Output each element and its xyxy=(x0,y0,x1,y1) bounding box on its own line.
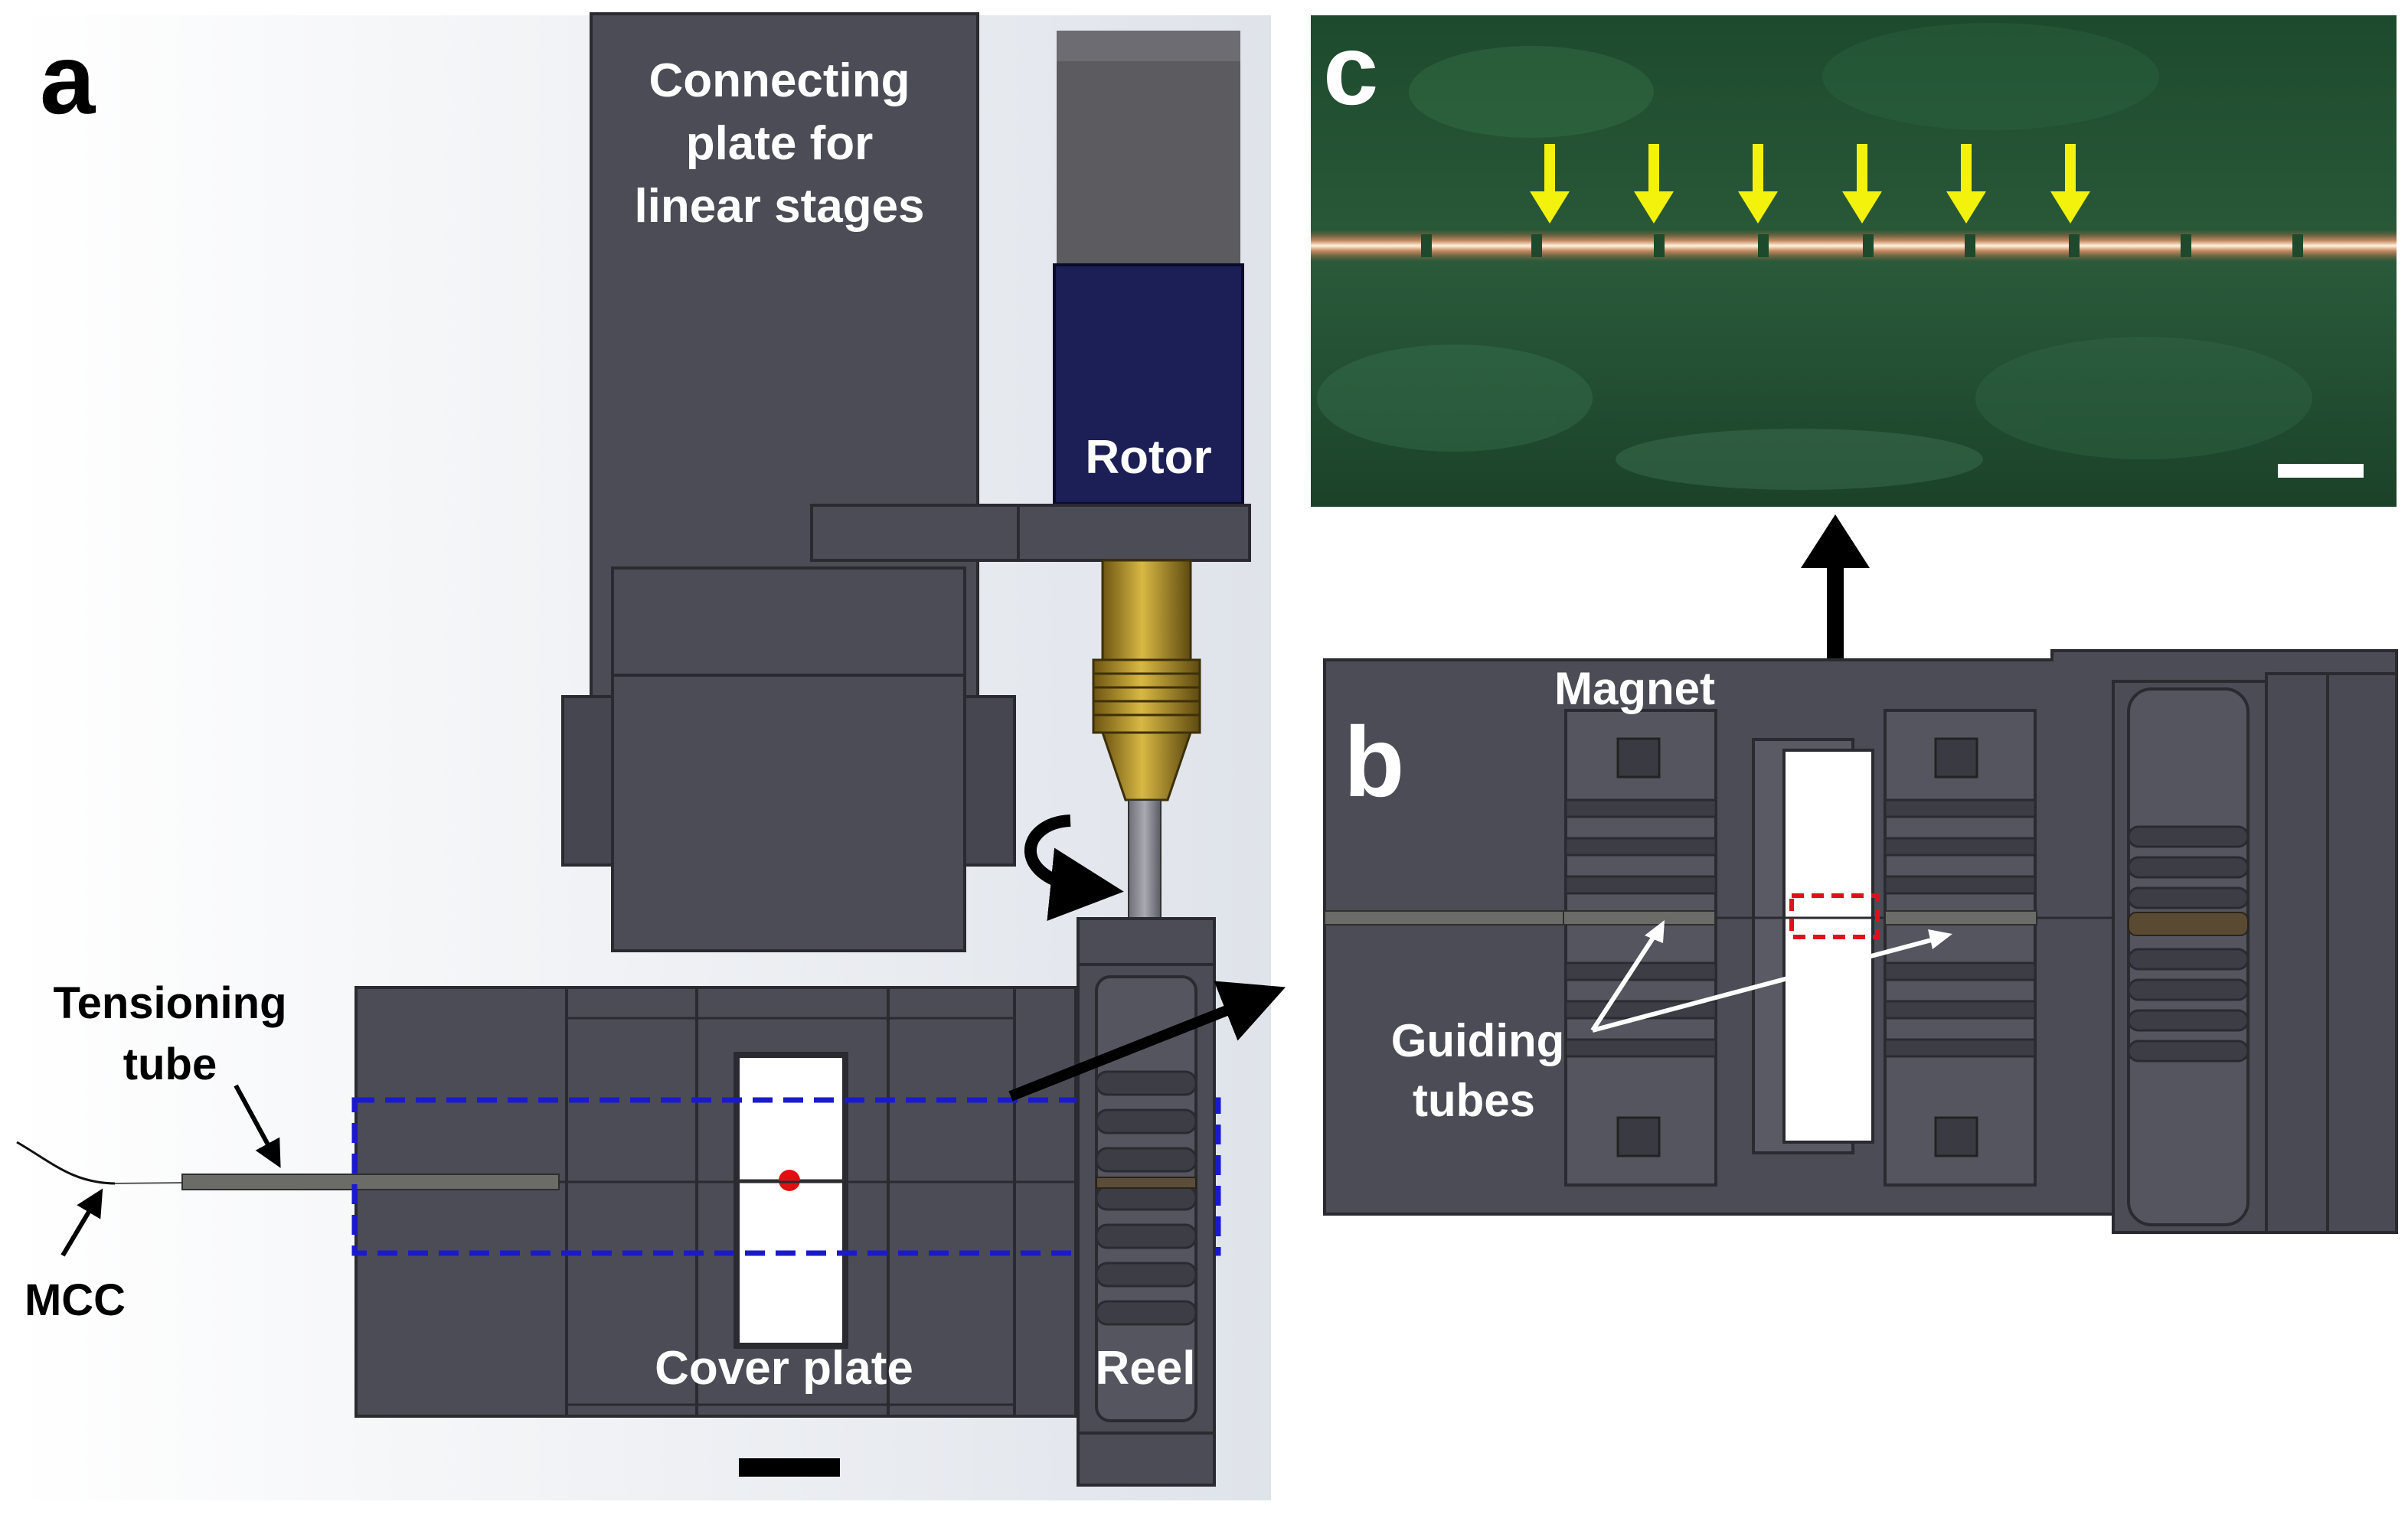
reel-wound-fiber xyxy=(1096,1177,1197,1189)
plate-upper-block xyxy=(611,566,966,677)
sample-dot xyxy=(779,1170,800,1191)
guiding-arrow-right xyxy=(1592,936,1938,1033)
guiding-arrow-left-head xyxy=(1645,920,1665,943)
panel-letter-a: a xyxy=(40,23,96,135)
rotation-arrow-icon xyxy=(1024,814,1124,921)
base-block xyxy=(355,986,1077,1418)
reel-b-wound-fiber xyxy=(2128,912,2249,936)
rotor-body xyxy=(1053,263,1244,505)
mcc-label: MCC xyxy=(25,1275,126,1325)
reel-b-grooves xyxy=(2127,825,2250,1063)
plate-lower-block xyxy=(611,674,966,952)
collet-knurl xyxy=(1093,672,1200,717)
reel-grooves xyxy=(1095,1070,1197,1326)
panel-a: a Connecting plate for linear stages Rot… xyxy=(15,12,1286,1500)
plate-right-tab xyxy=(963,695,1016,867)
panel-c: c xyxy=(1311,14,2397,507)
tensioning-tube-arrow xyxy=(234,1084,281,1168)
guiding-arrow-right-head xyxy=(1928,929,1952,949)
connecting-plate-label-2: plate for xyxy=(686,117,874,170)
mcc-fiber xyxy=(16,1141,116,1185)
collet-tip xyxy=(1100,731,1193,801)
guiding-tubes-label-2: tubes xyxy=(1413,1075,1535,1126)
panel-letter-b: b xyxy=(1344,706,1404,818)
yellow-arrow-icon xyxy=(1634,144,1674,224)
guiding-tubes-label-1: Guiding xyxy=(1391,1015,1565,1066)
yellow-arrow-icon xyxy=(1946,144,1986,224)
guiding-tube-right xyxy=(1884,910,2037,925)
tensioning-tube xyxy=(181,1174,560,1190)
reel-b-side xyxy=(2265,672,2398,1234)
highlight-box-blue xyxy=(351,1097,1221,1256)
scale-bar-a xyxy=(739,1458,840,1477)
cover-plate-window xyxy=(734,1052,848,1349)
mcc-arrow xyxy=(60,1188,103,1257)
fiber-notches xyxy=(1421,234,2303,257)
yellow-arrow-icon xyxy=(1738,144,1778,224)
center-window xyxy=(1782,749,1874,1144)
rotor-shaft xyxy=(1128,799,1162,923)
collet-nut xyxy=(1092,658,1201,734)
rotor-label: Rotor xyxy=(1085,431,1211,484)
yellow-arrow-icon xyxy=(1530,144,1570,224)
plate-left-tab xyxy=(561,695,614,867)
micrograph-texture xyxy=(1317,23,2312,490)
highlight-box-red xyxy=(1789,893,1880,939)
magnet-label: Magnet xyxy=(1554,663,1715,714)
rotor-bracket xyxy=(810,504,1251,562)
panel-b: b Magnet Guiding tubes xyxy=(1323,649,2398,1234)
tensioning-tube-label-2: tube xyxy=(123,1040,217,1089)
guiding-tube-left xyxy=(1563,910,1716,925)
rotor-cap-highlight xyxy=(1057,31,1240,61)
micrograph-fiber xyxy=(1311,230,2397,262)
tensioning-tube-label-1: Tensioning xyxy=(53,978,286,1028)
connecting-plate-label-1: Connecting xyxy=(649,54,910,107)
cover-plate-label: Cover plate xyxy=(655,1342,913,1395)
yellow-arrow-icon xyxy=(1842,144,1882,224)
reel-label: Reel xyxy=(1096,1342,1196,1395)
yellow-arrows xyxy=(1530,144,2090,224)
magnet-block-left xyxy=(1564,709,1717,1187)
panel-letter-c: c xyxy=(1323,14,1378,126)
collet-upper xyxy=(1101,559,1192,661)
guiding-tube-outer xyxy=(1324,910,1564,925)
connecting-plate-label-3: linear stages xyxy=(634,180,924,233)
rotor-cap xyxy=(1057,31,1240,266)
scale-bar-c xyxy=(2278,464,2364,478)
pointer-arrow-icon xyxy=(1008,981,1286,1102)
guiding-arrow-left xyxy=(1590,929,1660,1032)
yellow-arrow-icon xyxy=(2050,144,2090,224)
